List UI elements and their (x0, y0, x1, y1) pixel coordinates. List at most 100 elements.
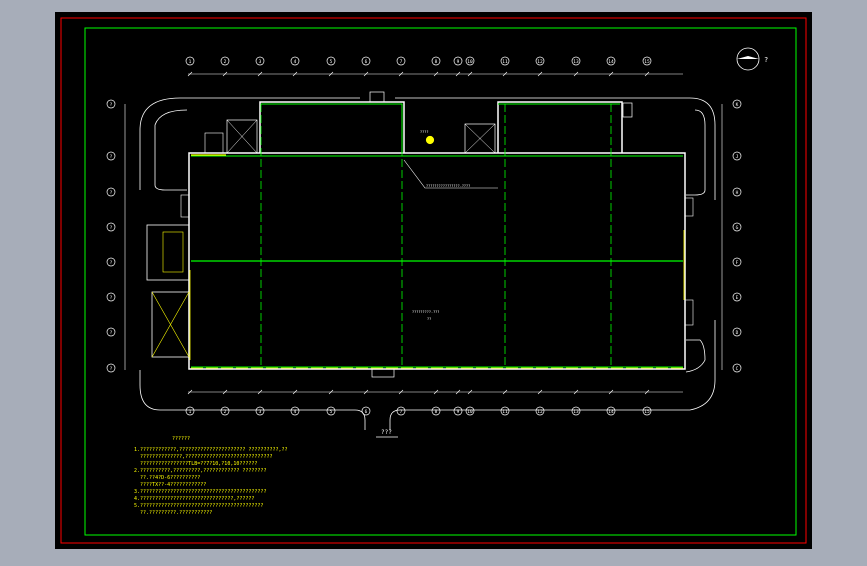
axis-bottom-label: 7 (400, 409, 403, 415)
axis-top-circle (255, 56, 265, 66)
dimension-tick (363, 389, 369, 395)
axis-left-circle (106, 327, 116, 337)
axis-bottom-label: 5 (330, 409, 333, 415)
annotation-leader (403, 159, 498, 189)
axis-left-label: ? (110, 366, 113, 372)
sheet-inner-border (84, 27, 797, 536)
dimension-tick (644, 389, 650, 395)
design-note-line: 1.????????????,?????????????????????? ??… (134, 447, 288, 453)
center-label-sub: ?? (427, 317, 431, 321)
axis-bottom-circle (571, 406, 581, 416)
site-road-outline (139, 97, 716, 430)
axis-top-circle (396, 56, 406, 66)
doors-east-2 (684, 299, 694, 326)
dimension-tick (363, 71, 369, 77)
axis-right-circle (732, 151, 742, 161)
stair-box-left (226, 119, 258, 154)
doors-east (684, 197, 694, 217)
axis-top-circle (185, 56, 195, 66)
design-notes: 1.????????????,?????????????????????? ??… (134, 447, 288, 517)
axis-left-circle (106, 187, 116, 197)
axis-bottom-label: 9 (457, 409, 460, 415)
dimension-tick (644, 71, 650, 77)
axis-bottom-label: 4 (294, 409, 297, 415)
north-label: ? (764, 56, 768, 64)
axis-top-label: 4 (294, 59, 297, 65)
axis-bottom-circle (220, 406, 230, 416)
dimension-tick (433, 389, 439, 395)
design-note-line: ????????????????TLB=??7?10,?10,10?????? (134, 461, 258, 467)
dimension-tick (573, 389, 579, 395)
axis-bottom-circle (185, 406, 195, 416)
axis-top-circle (361, 56, 371, 66)
dimension-tick (455, 389, 461, 395)
axis-top-label: 12 (537, 59, 543, 65)
axis-right-label: K (736, 102, 739, 108)
axis-left-label: ? (110, 190, 113, 196)
center-label: ?????????-??? (412, 310, 439, 314)
axis-top-circle (453, 56, 463, 66)
drawing-sheet (55, 12, 812, 549)
axis-bottom-circle (326, 406, 336, 416)
axis-top-label: 8 (435, 59, 438, 65)
axis-bottom-label: 13 (573, 409, 579, 415)
axis-top-circle (465, 56, 475, 66)
dimension-tick (502, 71, 508, 77)
axis-top-circle (220, 56, 230, 66)
dimension-tick (187, 389, 193, 395)
axis-bottom-circle (453, 406, 463, 416)
dimension-tick (537, 71, 543, 77)
axis-bottom-circle (606, 406, 616, 416)
axis-right-label: H (736, 190, 739, 196)
dimension-tick (257, 389, 263, 395)
vent-box-top (369, 91, 385, 103)
axis-top-circle (571, 56, 581, 66)
axis-top-label: 1 (189, 59, 192, 65)
axis-top-circle (535, 56, 545, 66)
axis-top-circle (431, 56, 441, 66)
dimension-tick (537, 389, 543, 395)
design-note-line: 5.??????????????????????????????????????… (134, 503, 264, 509)
design-note-line: ????TX??-4???????????? (134, 482, 207, 488)
design-note-line: ??.?????????.??????????? (134, 510, 213, 516)
stair-box-left-x (226, 119, 258, 154)
lamp-segments (189, 135, 685, 369)
axis-right-label: J (736, 154, 739, 160)
axis-right-circle (732, 222, 742, 232)
panel-label: ???? (420, 130, 428, 134)
axis-top-label: 3 (259, 59, 262, 65)
circuit-annex-left (261, 103, 403, 153)
dimension-lines (124, 73, 723, 393)
stair-box-right (464, 123, 496, 154)
plan-title: ??? (381, 429, 392, 436)
axis-bottom-circle (290, 406, 300, 416)
axis-bottom-circle (255, 406, 265, 416)
axis-right-label: D (736, 330, 739, 336)
lighting-circuits (191, 103, 683, 368)
west-room-lower-x (151, 291, 190, 358)
axis-left-label: ? (110, 260, 113, 266)
sheet-outer-border (60, 17, 807, 544)
dimension-tick (467, 389, 473, 395)
design-note-line: 4.???????????????????????????????,?????? (134, 496, 255, 502)
lighting-label: ????????????????-???? (426, 184, 470, 188)
axis-bottom-label: 3 (259, 409, 262, 415)
dimension-tick (433, 71, 439, 77)
dimension-tick (328, 389, 334, 395)
axis-left-label: ? (110, 225, 113, 231)
axis-top-circle (642, 56, 652, 66)
axis-top-label: 9 (457, 59, 460, 65)
axis-top-label: 7 (400, 59, 403, 65)
axis-right-circle (732, 187, 742, 197)
north-annex-walls (259, 101, 623, 153)
north-arrow: ? (736, 47, 768, 71)
design-note-line: ??????????????,?????????????????????????… (134, 454, 273, 460)
dimension-tick (292, 71, 298, 77)
axis-bottom-circle (500, 406, 510, 416)
axis-bottom-circle (361, 406, 371, 416)
